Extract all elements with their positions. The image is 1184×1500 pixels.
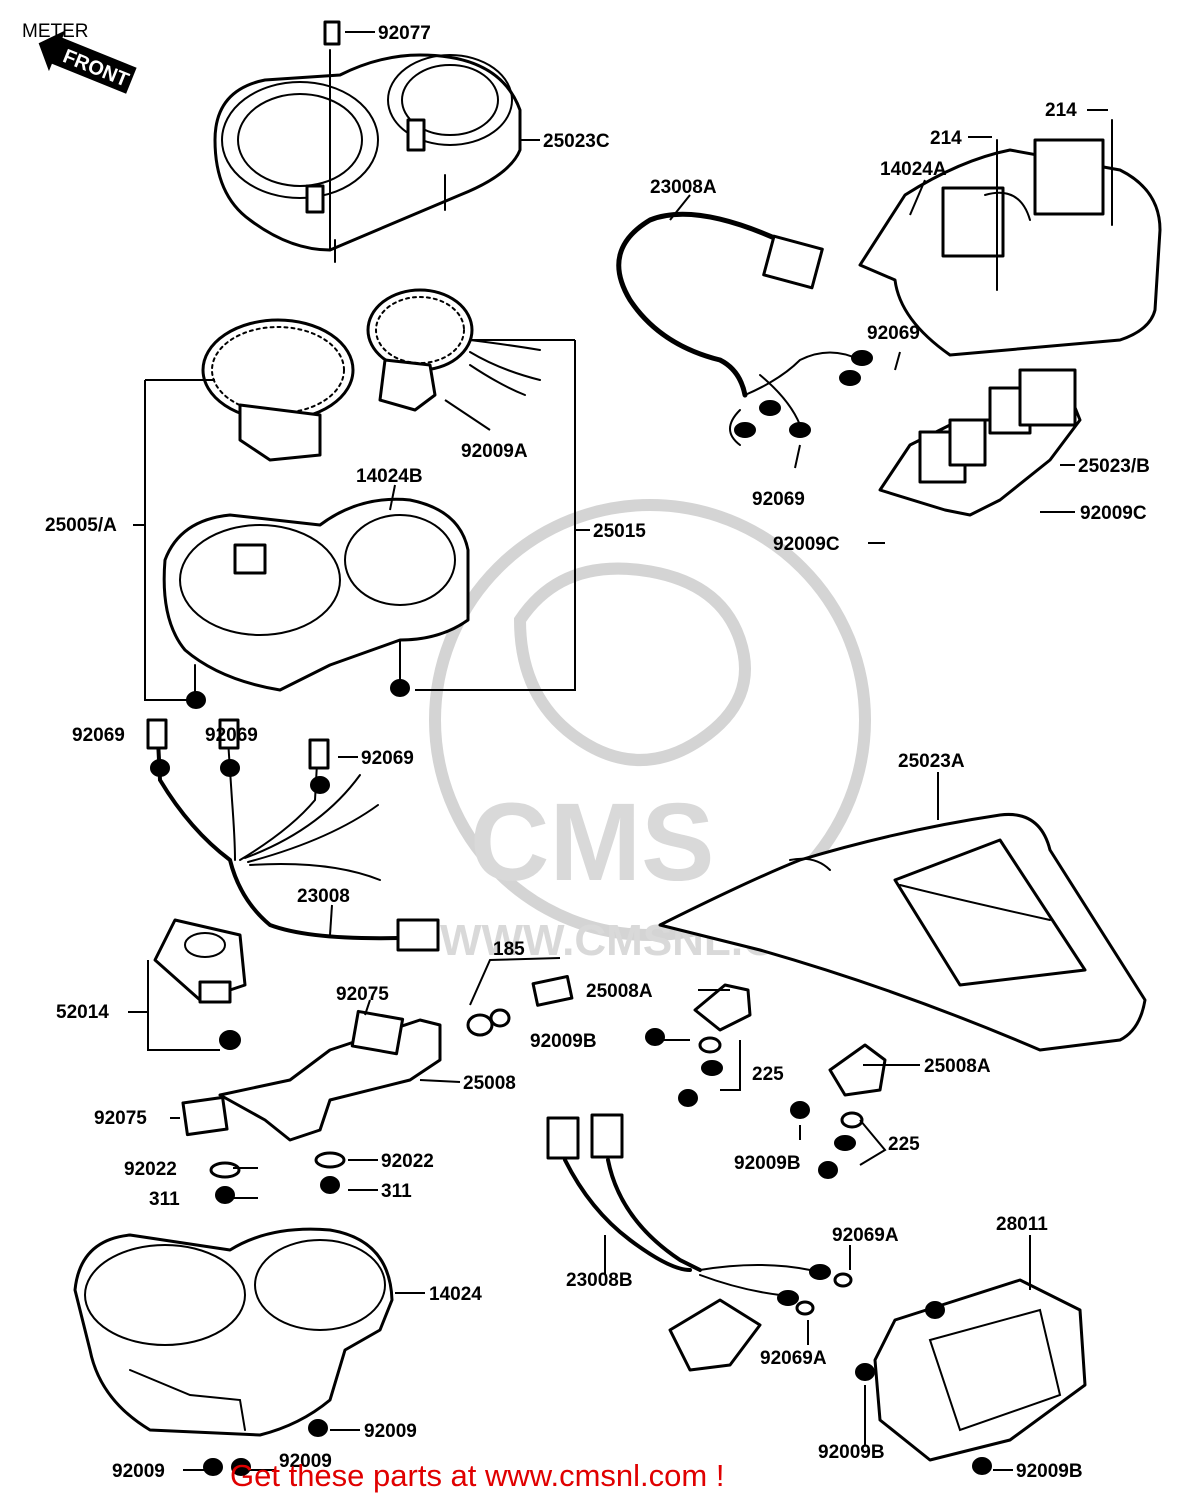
label-25008: 25008	[463, 1073, 516, 1094]
label-14024: 14024	[429, 1284, 482, 1305]
label-23008a: 23008A	[650, 177, 717, 198]
meter-upper-cover-25023c	[213, 20, 522, 263]
bracket-25008a-right	[790, 1043, 887, 1179]
label-92075-bottom: 92075	[94, 1108, 147, 1129]
label-214-left: 214	[930, 128, 962, 149]
indicator-housing-25023b	[878, 368, 1082, 517]
label-14024a: 14024A	[880, 159, 947, 180]
label-25008a-right: 25008A	[924, 1056, 991, 1077]
label-92009b-bottom-right: 92009B	[1016, 1461, 1083, 1482]
bulb-harness-23008	[146, 718, 440, 952]
bracket-25008a-left	[645, 983, 752, 1107]
trim-cover-14024a	[858, 119, 1162, 357]
label-92009b-top: 92009B	[530, 1031, 597, 1052]
sensor-52014	[153, 918, 247, 1050]
label-25023c: 25023C	[543, 131, 610, 152]
label-23008b: 23008B	[566, 1270, 633, 1291]
label-92009-left: 92009	[112, 1461, 165, 1482]
harness-23008b	[546, 1113, 853, 1372]
label-92022-left: 92022	[124, 1159, 177, 1180]
label-92069a-bottom: 92069A	[760, 1348, 827, 1369]
label-25023b: 25023/B	[1078, 456, 1150, 477]
label-92009-right: 92009	[364, 1421, 417, 1442]
label-92077: 92077	[378, 23, 431, 44]
cms-watermark: CMS WWW.CMSNL.COM	[429, 499, 871, 965]
label-92069-right: 92069	[361, 748, 414, 769]
cowl-25023a	[658, 812, 1147, 1052]
diagram-title: METER	[22, 21, 89, 42]
label-214-right: 214	[1045, 100, 1077, 121]
leader-lines	[170, 31, 1108, 1471]
label-92009c-right: 92009C	[1080, 503, 1147, 524]
label-25005a: 25005/A	[45, 515, 117, 536]
lower-housing-14024	[73, 1227, 394, 1476]
label-52014: 52014	[56, 1002, 109, 1023]
label-311-right: 311	[381, 1181, 412, 1202]
label-28011: 28011	[996, 1214, 1048, 1235]
label-25015: 25015	[593, 521, 646, 542]
label-92069-left: 92069	[72, 725, 125, 746]
label-92009a: 92009A	[461, 441, 528, 462]
wiring-harness-23008a	[616, 211, 873, 446]
label-92009b-mid: 92009B	[734, 1153, 801, 1174]
label-92009c-left: 92009C	[773, 534, 840, 555]
label-225-bottom: 225	[888, 1134, 920, 1155]
meter-movements	[201, 288, 541, 462]
label-311-left: 311	[149, 1189, 180, 1210]
label-92022-right: 92022	[381, 1151, 434, 1172]
label-23008: 23008	[297, 886, 350, 907]
meter-housing-14024b	[162, 497, 470, 709]
label-14024b: 14024B	[356, 466, 423, 487]
label-92009-center: 92009	[279, 1451, 332, 1472]
label-25008a-left: 25008A	[586, 981, 653, 1002]
footer-link[interactable]: Get these parts at www.cmsnl.com !	[230, 1458, 725, 1493]
bracket-25008	[181, 974, 574, 1204]
unit-28011	[855, 1278, 1087, 1475]
label-25023a: 25023A	[898, 751, 965, 772]
label-92069-mid: 92069	[752, 489, 805, 510]
label-92069-center: 92069	[205, 725, 258, 746]
label-92009b-bottom-left: 92009B	[818, 1442, 885, 1463]
label-92069-top: 92069	[867, 323, 920, 344]
label-92069a-top: 92069A	[832, 1225, 899, 1246]
part-labels: 92077 25023C 214 214 14024A 23008A 92069…	[45, 23, 1150, 1482]
label-185: 185	[493, 939, 525, 960]
label-92075-top: 92075	[336, 984, 389, 1005]
label-225-top: 225	[752, 1064, 784, 1085]
watermark-logo: CMS	[470, 781, 714, 904]
